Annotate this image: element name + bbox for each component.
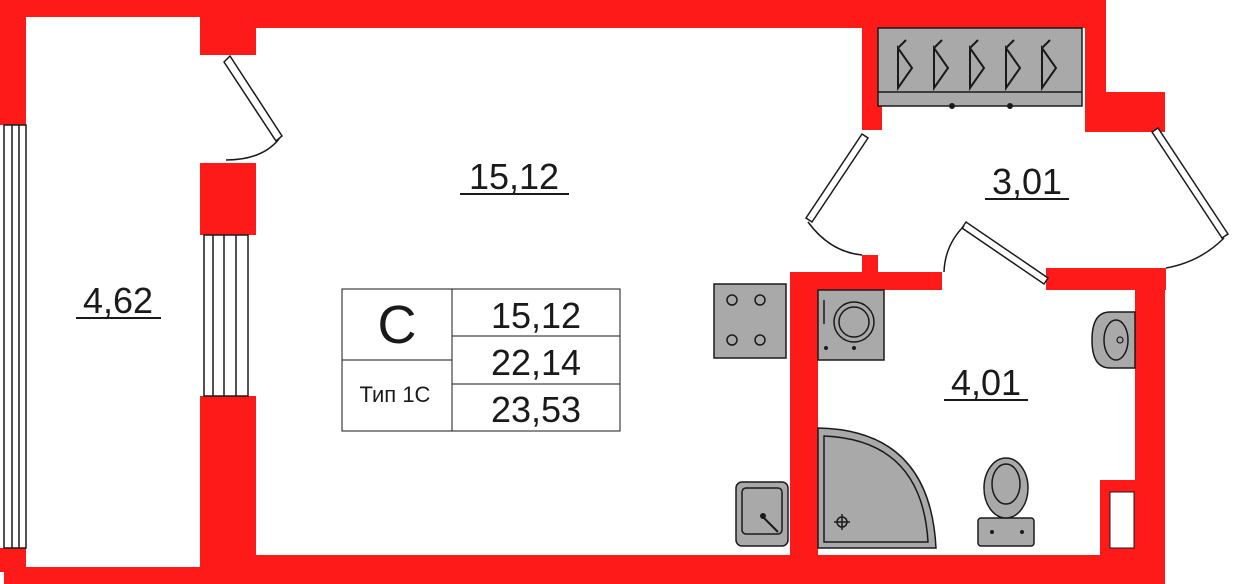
ventilation-shaft <box>1109 491 1135 549</box>
hanger-icon <box>897 39 1058 92</box>
shower-cabin-icon <box>817 427 937 549</box>
balcony-wall-lower <box>26 567 206 584</box>
hallway-area-label: 3,01 <box>992 161 1062 202</box>
window-icon <box>203 234 249 397</box>
kitchen-sink-icon <box>735 481 789 547</box>
main-room-area-label: 15,12 <box>469 156 559 197</box>
washbasin-icon <box>1091 311 1136 369</box>
area-table: С Тип 1С 15,12 22,14 23,53 <box>341 288 621 432</box>
apartment-type-name: Тип 1С <box>360 382 431 407</box>
washing-machine-icon <box>817 289 885 361</box>
door-swing-icon <box>943 220 1050 286</box>
door-swing-icon <box>1150 126 1230 269</box>
apartment-type-letter: С <box>378 295 417 355</box>
wardrobe-icon <box>877 27 1083 109</box>
balcony-area-label: 4,62 <box>83 280 153 321</box>
room-labels: 15,12 4,62 3,01 4,01 <box>76 156 1069 403</box>
stove-icon <box>713 283 787 359</box>
area-with-balcony-value: 23,53 <box>491 389 581 430</box>
balcony-wall-top <box>0 0 26 125</box>
total-area-value: 22,14 <box>491 342 581 383</box>
balcony-wall-upper <box>26 0 206 17</box>
toilet-icon <box>977 457 1035 547</box>
walls <box>200 0 1166 584</box>
window-icon <box>3 124 27 549</box>
door-swing-icon <box>223 54 283 161</box>
bathroom-area-label: 4,01 <box>951 362 1021 403</box>
balcony <box>0 0 206 584</box>
living-area-value: 15,12 <box>491 295 581 336</box>
door-swing-icon <box>804 132 870 256</box>
balcony-wall-bottom <box>0 548 26 584</box>
